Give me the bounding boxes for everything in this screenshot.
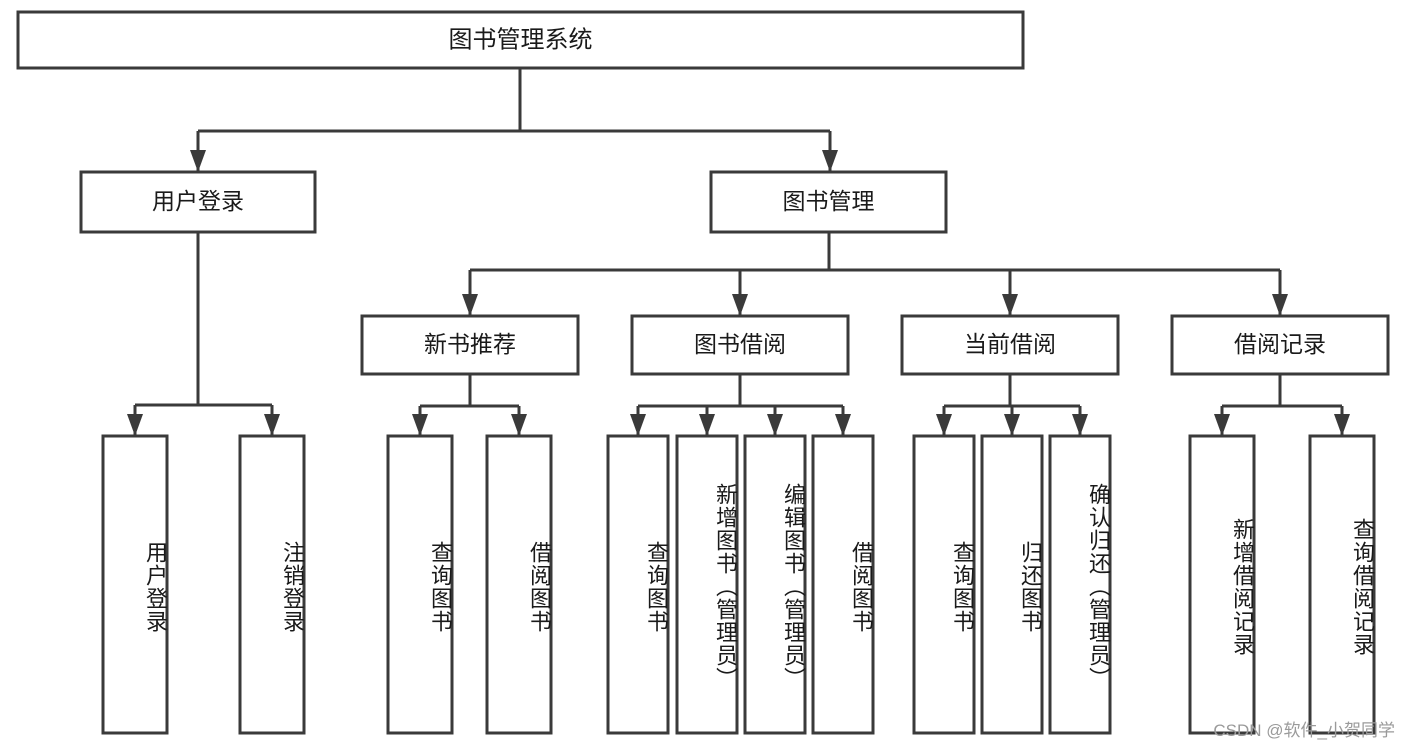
node-leaf-12[interactable]: [1308, 434, 1376, 735]
node-leaf-7[interactable]: [811, 434, 875, 735]
arrow-head-icon: [732, 294, 748, 316]
node-level3-label-1: 图书借阅: [694, 331, 786, 357]
arrow-head-icon: [699, 414, 715, 436]
arrow-head-icon: [412, 414, 428, 436]
node-level2-label-1: 图书管理: [783, 188, 875, 214]
node-level3-label-0: 新书推荐: [424, 331, 516, 357]
node-root-label: 图书管理系统: [449, 26, 593, 53]
arrow-head-icon: [630, 414, 646, 436]
node-leaf-1[interactable]: [238, 434, 306, 735]
node-leaf-8[interactable]: [912, 434, 976, 735]
node-root-book-management-system[interactable]: [16, 10, 1025, 70]
node-leaf-6[interactable]: [743, 434, 807, 735]
node-leaf-5[interactable]: [675, 434, 739, 735]
node-level3-label-2: 当前借阅: [964, 331, 1056, 357]
node-leaf-2[interactable]: [386, 434, 454, 735]
node-level3-1[interactable]: [630, 314, 850, 376]
node-level3-label-3: 借阅记录: [1234, 331, 1326, 357]
arrow-head-icon: [1004, 414, 1020, 436]
arrow-head-icon: [1002, 294, 1018, 316]
node-level2-label-0: 用户登录: [152, 188, 244, 214]
node-leaf-4[interactable]: [606, 434, 670, 735]
node-level2-1[interactable]: [709, 170, 948, 234]
arrow-head-icon: [264, 414, 280, 436]
node-leaf-0[interactable]: [101, 434, 169, 735]
arrow-head-icon: [767, 414, 783, 436]
node-leaf-3[interactable]: [485, 434, 553, 735]
watermark-text: CSDN @软件_小贺同学: [1213, 721, 1395, 740]
arrow-head-icon: [127, 414, 143, 436]
arrow-head-icon: [835, 414, 851, 436]
arrow-head-icon: [190, 150, 206, 172]
node-leaf-11[interactable]: [1188, 434, 1256, 735]
arrow-head-icon: [822, 150, 838, 172]
node-leaf-10[interactable]: [1048, 434, 1112, 735]
node-boxes-layer: [16, 10, 1390, 735]
arrow-head-icon: [1214, 414, 1230, 436]
connector-lines-layer: [127, 68, 1350, 436]
node-leaf-9[interactable]: [980, 434, 1044, 735]
arrow-head-icon: [511, 414, 527, 436]
node-level2-0[interactable]: [79, 170, 317, 234]
node-level3-3[interactable]: [1170, 314, 1390, 376]
arrow-head-icon: [936, 414, 952, 436]
arrow-head-icon: [1072, 414, 1088, 436]
arrow-head-icon: [1272, 294, 1288, 316]
arrow-head-icon: [462, 294, 478, 316]
node-level3-0[interactable]: [360, 314, 580, 376]
arrow-head-icon: [1334, 414, 1350, 436]
node-level3-2[interactable]: [900, 314, 1120, 376]
